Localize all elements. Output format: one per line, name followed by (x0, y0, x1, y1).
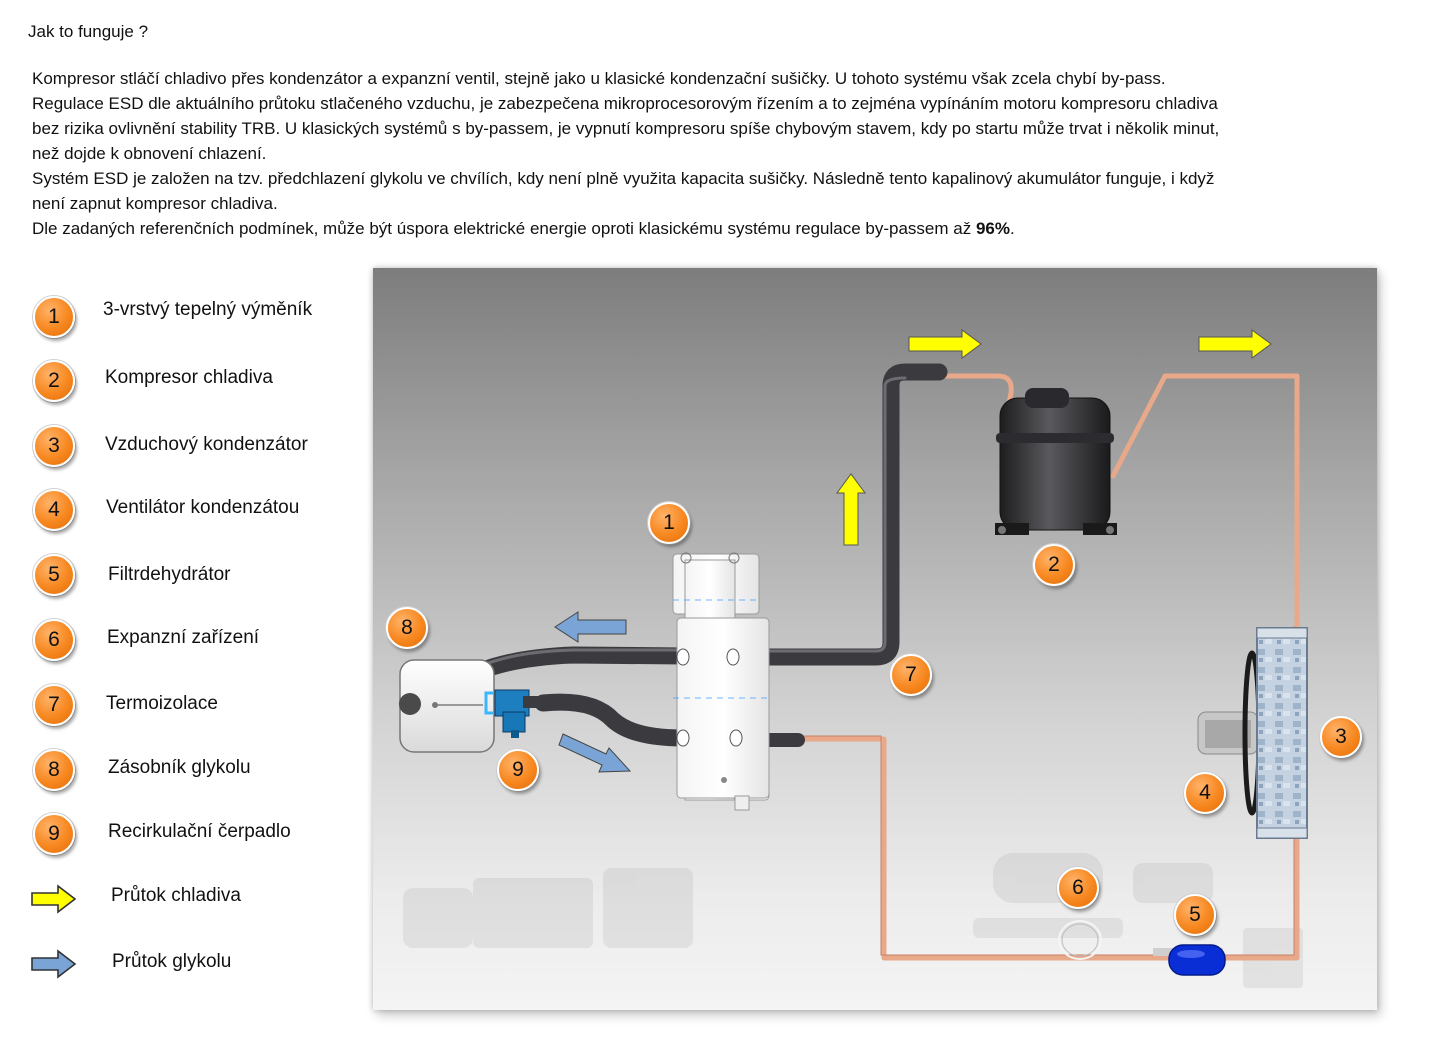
legend-badge-2: 2 (33, 360, 75, 402)
legend-badge-1: 1 (33, 296, 75, 338)
intro-line: bez rizika ovlivnění stability TRB. U kl… (32, 119, 1220, 138)
legend-label-glycol-flow: Průtok glykolu (112, 951, 232, 972)
filter-dryer (1153, 944, 1226, 976)
legend-label-refrigerant-flow: Průtok chladiva (111, 885, 241, 906)
recirculation-pump (484, 689, 539, 738)
intro-line: než dojde k obnovení chlazení. (32, 144, 267, 163)
diagram-marker-4: 4 (1184, 772, 1226, 814)
diagram-marker-2: 2 (1033, 544, 1075, 586)
page-heading: Jak to funguje ? (28, 22, 149, 41)
diagram-marker-9: 9 (497, 749, 539, 791)
legend-label-insulation: Termoizolace (106, 693, 218, 714)
refrigerant-compressor (995, 388, 1117, 535)
legend-label-filter-dryer: Filtrdehydrátor (108, 564, 231, 585)
legend-label-glycol-tank: Zásobník glykolu (108, 757, 251, 778)
legend: 1 3-vrstvý tepelný výměník 2 Kompresor c… (0, 0, 360, 1050)
legend-badge-4: 4 (33, 489, 75, 531)
savings-text: Dle zadaných referenčních podmínek, může… (32, 219, 976, 238)
legend-badge-3: 3 (33, 425, 75, 467)
diagram-marker-3: 3 (1320, 716, 1362, 758)
heat-exchanger (672, 552, 770, 811)
condenser-fan (1197, 650, 1262, 816)
intro-line-savings: Dle zadaných referenčních podmínek, může… (32, 216, 1392, 241)
glycol-tank (399, 659, 495, 753)
intro-text: Kompresor stláčí chladivo přes kondenzát… (32, 66, 1392, 241)
legend-badge-9: 9 (33, 813, 75, 855)
legend-badge-7: 7 (33, 684, 75, 726)
intro-line: Systém ESD je založen na tzv. předchlaze… (32, 169, 1215, 188)
legend-badge-8: 8 (33, 749, 75, 791)
legend-label-condenser: Vzduchový kondenzátor (105, 434, 308, 455)
legend-badge-6: 6 (33, 619, 75, 661)
diagram-marker-5: 5 (1174, 894, 1216, 936)
glycol-flow-arrow (554, 611, 627, 643)
legend-label-fan: Ventilátor kondenzátou (106, 497, 300, 518)
intro-line: není zapnut kompresor chladiva. (32, 194, 278, 213)
intro-line: Kompresor stláčí chladivo přes kondenzát… (32, 69, 1166, 88)
diagram-marker-6: 6 (1057, 867, 1099, 909)
refrigerant-flow-arrow (1198, 329, 1272, 359)
air-condenser (1256, 627, 1308, 839)
legend-label-heat-exchanger: 3-vrstvý tepelný výměník (103, 299, 313, 320)
legend-label-pump: Recirkulační čerpadlo (108, 821, 291, 842)
diagram-marker-1: 1 (648, 502, 690, 544)
diagram-marker-7: 7 (890, 654, 932, 696)
legend-badge-5: 5 (33, 554, 75, 596)
diagram-marker-8: 8 (386, 607, 428, 649)
savings-percent: 96% (975, 219, 1010, 238)
background-ghost-machine (403, 853, 1303, 988)
savings-suffix: . (1009, 219, 1015, 238)
legend-label-compressor: Kompresor chladiva (105, 367, 273, 388)
glycol-flow-arrow (558, 733, 632, 773)
diagram-svg (399, 329, 1308, 988)
expansion-coil (1058, 920, 1102, 960)
refrigerant-flow-arrow (908, 329, 982, 359)
legend-label-expansion: Expanzní zařízení (107, 627, 260, 648)
refrigeration-diagram: 1 2 3 4 5 6 7 8 9 (373, 268, 1377, 1010)
blue-arrow-icon (31, 949, 77, 979)
yellow-arrow-icon (31, 884, 77, 914)
intro-line: Regulace ESD dle aktuálního průtoku stla… (32, 94, 1218, 113)
refrigerant-flow-arrow (836, 473, 866, 546)
